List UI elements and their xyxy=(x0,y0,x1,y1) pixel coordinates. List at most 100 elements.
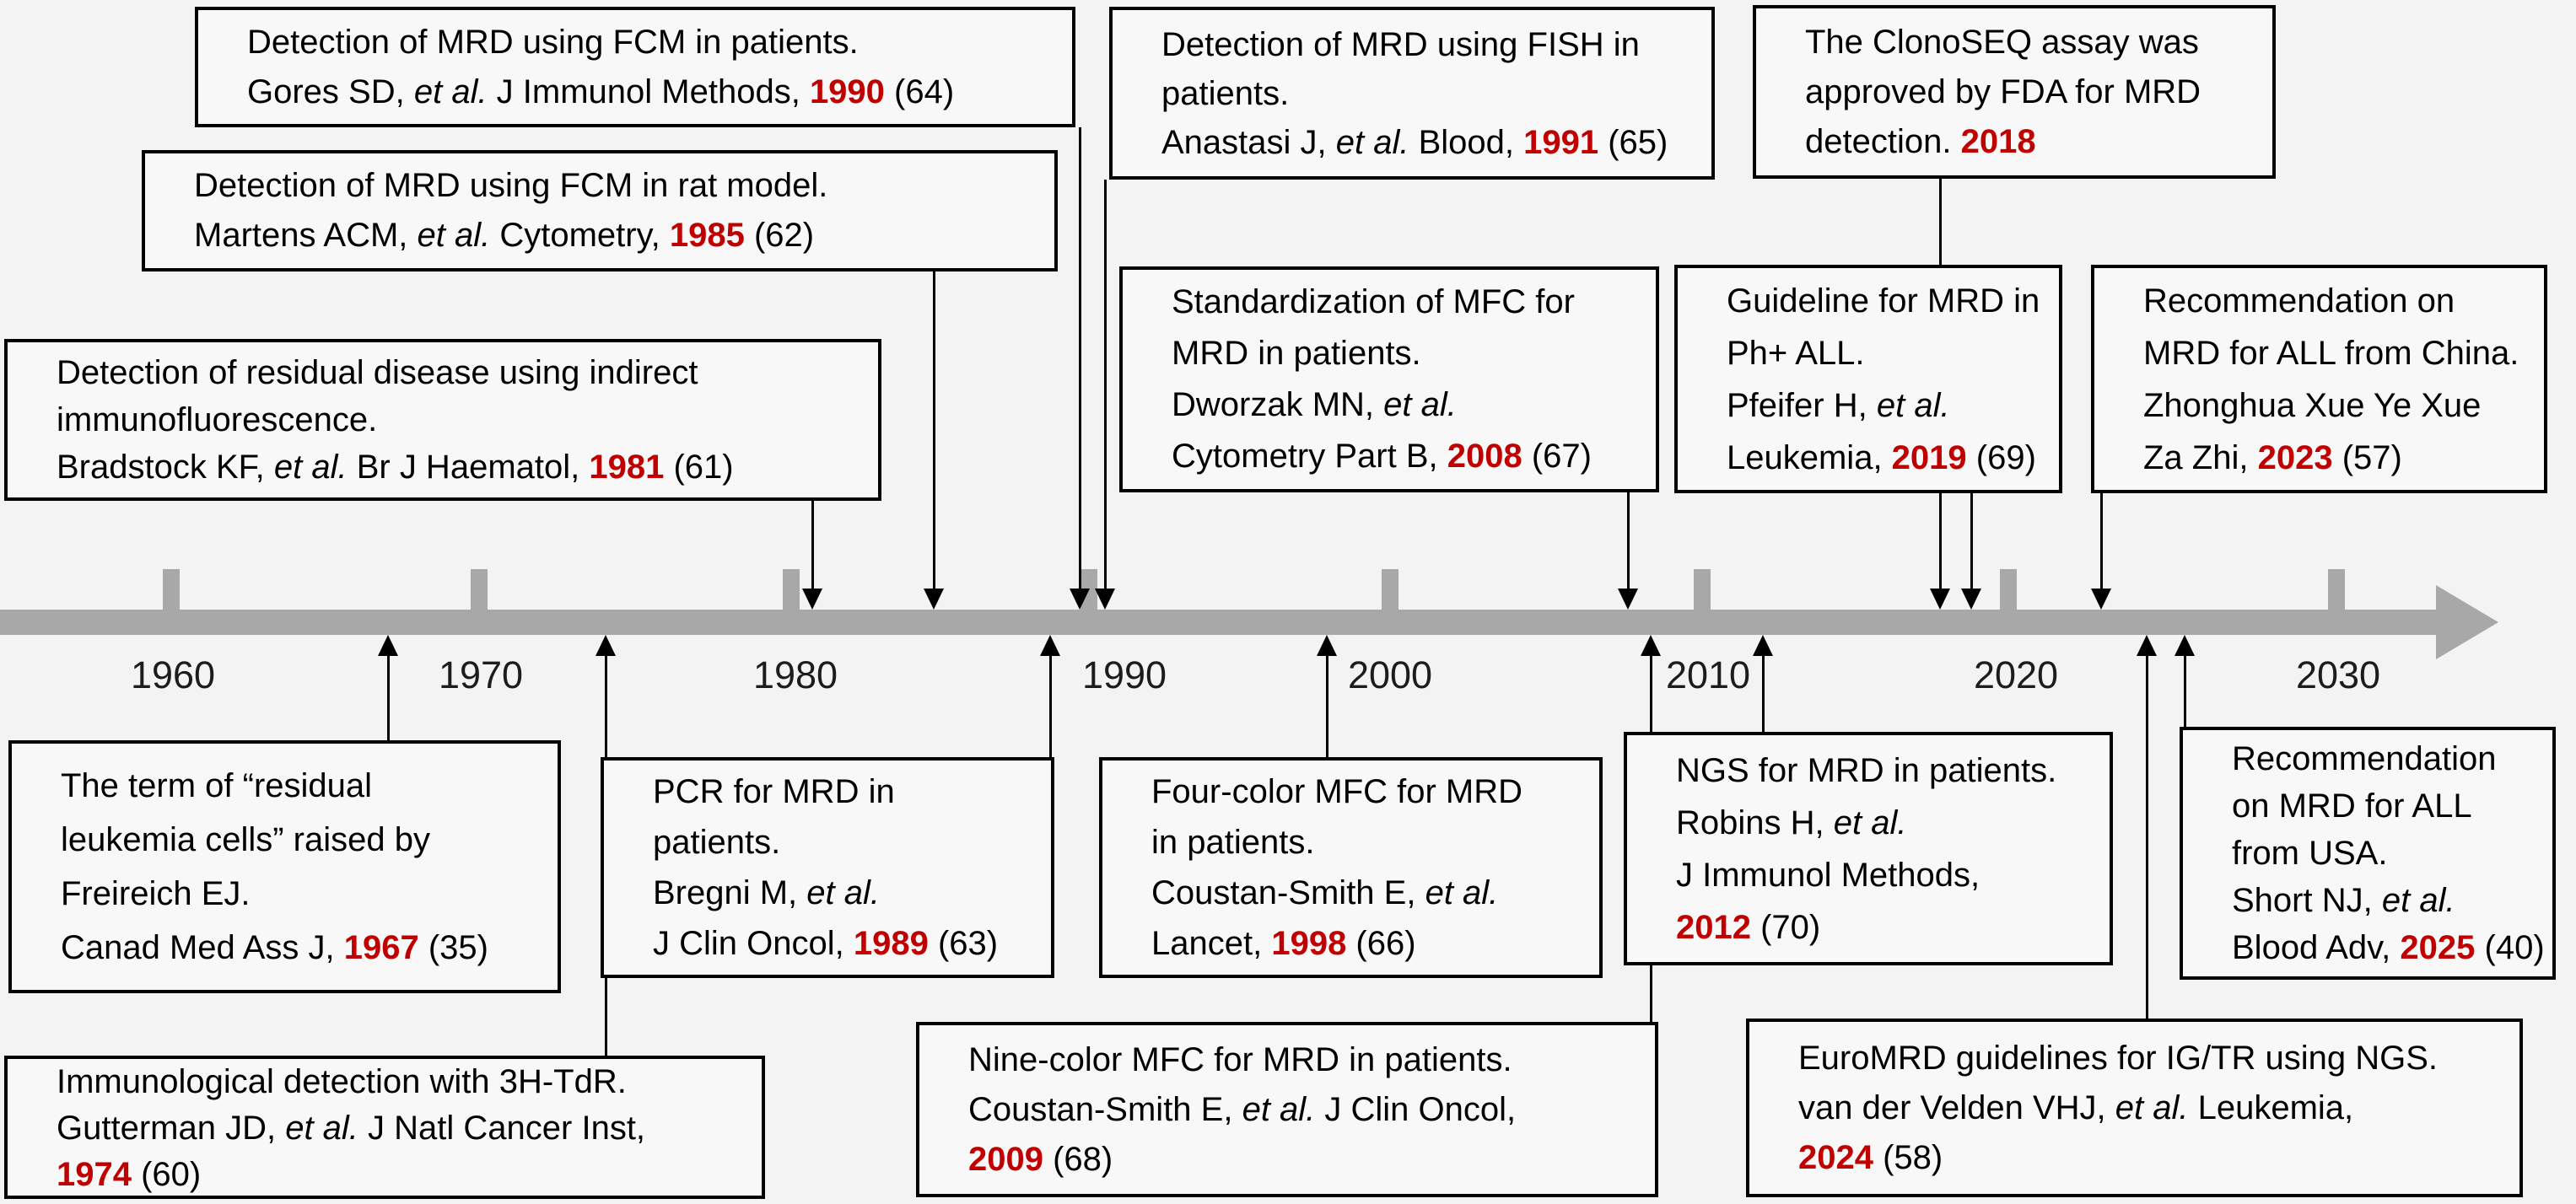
event-box-line: Short NJ, et al. xyxy=(2232,877,2544,924)
event-text: (63) xyxy=(928,925,999,962)
event-text: The ClonoSEQ assay was xyxy=(1805,23,2199,61)
et-al-italic: et al. xyxy=(273,449,348,486)
event-box-line: Za Zhi, 2023 (57) xyxy=(2143,432,2536,484)
event-text: in patients. xyxy=(1151,824,1315,861)
event-box-line: The ClonoSEQ assay was xyxy=(1805,18,2264,67)
connector-line-2019 xyxy=(1970,493,1973,589)
event-text: Gutterman JD, xyxy=(57,1110,286,1147)
event-text: leukemia cells” raised by xyxy=(61,821,430,858)
event-text: Blood, xyxy=(1409,123,1524,161)
event-box-line: Standardization of MFC for xyxy=(1172,277,1647,328)
year-highlight: 1967 xyxy=(343,929,419,966)
event-text: (61) xyxy=(664,449,734,486)
connector-line-1981 xyxy=(811,501,814,589)
connector-line-1990 xyxy=(1078,127,1081,589)
event-text: Lancet, xyxy=(1151,925,1272,962)
event-box-line: 2024 (58) xyxy=(1798,1133,2511,1183)
decade-tick-1960 xyxy=(163,569,180,610)
et-al-italic: et al. xyxy=(2115,1088,2189,1126)
event-text: Za Zhi, xyxy=(2143,438,2258,476)
event-box-line: Four-color MFC for MRD xyxy=(1151,766,1591,817)
event-box-line: Dworzak MN, et al. xyxy=(1172,379,1647,431)
year-label-2020: 2020 xyxy=(1973,653,2059,696)
event-text: Martens ACM, xyxy=(194,217,418,254)
event-box-line: Bradstock KF, et al. Br J Haematol, 1981… xyxy=(57,443,870,491)
event-box-line: Martens ACM, et al. Cytometry, 1985 (62) xyxy=(194,211,1046,261)
year-highlight: 2009 xyxy=(968,1140,1043,1178)
event-text: Canad Med Ass J, xyxy=(61,929,344,966)
et-al-italic: et al. xyxy=(2381,882,2455,919)
year-highlight: 1998 xyxy=(1271,925,1347,962)
connector-line-2012 xyxy=(1761,654,1765,732)
connector-line-2025 xyxy=(2183,654,2186,727)
event-text: Anastasi J, xyxy=(1161,123,1336,161)
connector-line-1989 xyxy=(1048,654,1052,757)
event-box-line: in patients. xyxy=(1151,817,1591,868)
event-box-line: 2012 (70) xyxy=(1676,901,2101,954)
year-label-1990: 1990 xyxy=(1081,653,1167,696)
event-text: van der Velden VHJ, xyxy=(1798,1088,2115,1126)
year-label-2000: 2000 xyxy=(1347,653,1433,696)
event-box-line: Blood Adv, 2025 (40) xyxy=(2232,924,2545,971)
event-box-line: Cytometry Part B, 2008 (67) xyxy=(1172,431,1647,482)
event-text: Detection of residual disease using indi… xyxy=(57,354,698,391)
event-text: Four-color MFC for MRD xyxy=(1151,773,1523,810)
event-box-line: Detection of MRD using FCM in patients. xyxy=(247,18,1064,67)
event-box-ngs-2012: NGS for MRD in patients.Robins H, et al.… xyxy=(1624,732,2113,965)
event-box-line: Gutterman JD, et al. J Natl Cancer Inst, xyxy=(57,1105,753,1152)
event-box-line: Zhonghua Xue Ye Xue xyxy=(2143,379,2536,432)
connector-arrowhead-icon-1985 xyxy=(924,589,944,610)
year-highlight: 1990 xyxy=(809,73,885,110)
event-box-fourcolor-1998: Four-color MFC for MRD in patients. Cousta… xyxy=(1099,757,1603,978)
event-text: Freireich EJ. xyxy=(61,875,251,912)
et-al-italic: et al. xyxy=(417,217,491,254)
event-box-line: Coustan-Smith E, et al. xyxy=(1151,868,1591,918)
event-box-line: Freireich EJ. xyxy=(61,867,549,921)
event-box-line: 1974 (60) xyxy=(57,1152,753,1198)
event-text: (60) xyxy=(131,1156,202,1193)
year-highlight: 2008 xyxy=(1447,438,1522,475)
event-text: (64) xyxy=(884,73,955,110)
year-label-2030: 2030 xyxy=(2295,653,2381,696)
event-box-line: Nine-color MFC for MRD in patients. xyxy=(968,1035,1646,1085)
event-text: Guideline for MRD in xyxy=(1727,282,2040,320)
event-box-line: patients. xyxy=(1161,69,1703,118)
decade-tick-1970 xyxy=(471,569,488,610)
event-box-line: 2009 (68) xyxy=(968,1135,1646,1185)
year-highlight: 2023 xyxy=(2257,438,2333,476)
event-text: Zhonghua Xue Ye Xue xyxy=(2143,386,2482,424)
event-text: detection. xyxy=(1805,122,1961,160)
event-text: J Natl Cancer Inst, xyxy=(358,1110,646,1147)
event-box-line: patients. xyxy=(653,817,1043,868)
timeline-bar xyxy=(0,610,2438,635)
event-text: Cytometry Part B, xyxy=(1172,438,1447,475)
event-text: (57) xyxy=(2332,438,2402,476)
connector-arrowhead-icon-2019 xyxy=(1961,589,1981,610)
connector-line-1985 xyxy=(932,271,935,589)
event-text: Detection of MRD using FCM in rat model. xyxy=(194,167,828,204)
event-box-line: Guideline for MRD in xyxy=(1727,275,2051,327)
event-text: (69) xyxy=(1966,438,2036,476)
event-text: Nine-color MFC for MRD in patients. xyxy=(968,1040,1512,1078)
event-box-line: EuroMRD guidelines for IG/TR using NGS. xyxy=(1798,1034,2511,1083)
connector-line-2023 xyxy=(2099,493,2103,589)
event-text: Short NJ, xyxy=(2232,882,2382,919)
event-box-line: van der Velden VHJ, et al. Leukemia, xyxy=(1798,1083,2511,1133)
event-box-line: The term of “residual xyxy=(61,759,549,813)
event-text: Blood Adv, xyxy=(2232,929,2401,966)
decade-tick-2010 xyxy=(1694,569,1711,610)
event-text: Leukemia, xyxy=(1727,438,1892,476)
event-box-line: PCR for MRD in xyxy=(653,766,1043,817)
et-al-italic: et al. xyxy=(285,1110,358,1147)
event-text: (40) xyxy=(2475,929,2545,966)
event-box-euromrd-2024: EuroMRD guidelines for IG/TR using NGS.v… xyxy=(1746,1019,2523,1197)
event-box-line: Anastasi J, et al. Blood, 1991 (65) xyxy=(1161,118,1703,167)
event-box-line: J Clin Oncol, 1989 (63) xyxy=(653,918,1043,969)
event-text: The term of “residual xyxy=(61,767,373,804)
event-text: Coustan-Smith E, xyxy=(968,1090,1242,1128)
event-text: Recommendation xyxy=(2232,740,2497,777)
event-box-line: J Immunol Methods, xyxy=(1676,849,2101,901)
connector-arrowhead-icon-1990 xyxy=(1070,589,1090,610)
event-text: Robins H, xyxy=(1676,804,1834,841)
